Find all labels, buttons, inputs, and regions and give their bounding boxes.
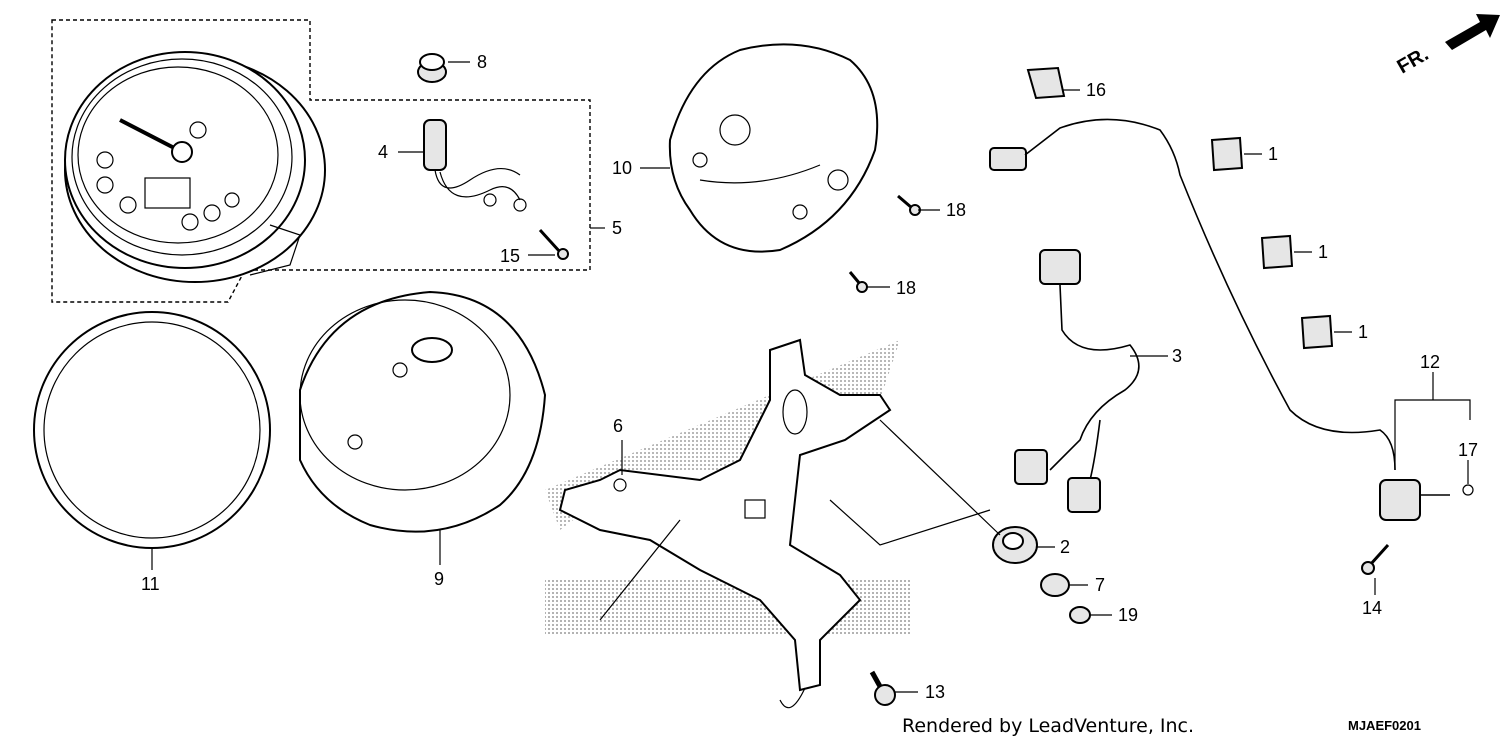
callout-11[interactable]: 11 [141,574,160,594]
callout-13[interactable]: 13 [925,682,945,702]
meter-case[interactable] [299,290,547,533]
clamp-16[interactable] [1026,66,1066,100]
callout-8[interactable]: 8 [477,52,487,72]
nut-19[interactable] [1069,606,1091,624]
callout-1c[interactable]: 1 [1358,322,1368,342]
o-ring-17[interactable] [1462,484,1474,496]
callout-18b[interactable]: 18 [896,278,916,298]
speedometer-meter[interactable] [64,51,326,283]
cable-clip-1a[interactable] [1210,136,1244,172]
meter-cover[interactable] [668,43,879,253]
callout-6[interactable]: 6 [613,416,623,436]
sensor-cable[interactable] [989,118,1450,521]
callout-19[interactable]: 19 [1118,605,1138,625]
callout-3[interactable]: 3 [1172,346,1182,366]
footer-credit: Rendered by LeadVenture, Inc. [902,715,1194,737]
callout-16[interactable]: 16 [1086,80,1106,100]
callout-7[interactable]: 7 [1095,575,1105,595]
bolt-13[interactable] [869,670,896,706]
front-direction-arrow-icon [1445,14,1500,50]
diagram-code: MJAEF0201 [1348,718,1421,733]
callout-5[interactable]: 5 [612,218,622,238]
screw-18-upper[interactable] [897,194,921,216]
washer-7[interactable] [1040,573,1070,597]
callout-2[interactable]: 2 [1060,537,1070,557]
bulb-socket-harness[interactable] [423,119,527,212]
callout-4[interactable]: 4 [378,142,388,162]
meter-ring-gasket[interactable] [33,311,271,549]
meter-assembly-outline [51,19,591,303]
leader-lines [151,61,1471,693]
rubber-mount-2[interactable] [992,526,1038,564]
screw-14[interactable] [1361,543,1390,575]
sub-harness-3[interactable] [1014,249,1140,513]
grommet-8[interactable] [417,53,447,83]
callout-10[interactable]: 10 [612,158,632,178]
callout-1b[interactable]: 1 [1318,242,1328,262]
callout-15[interactable]: 15 [500,246,520,266]
cable-clip-1c[interactable] [1300,314,1334,350]
screw-18-lower[interactable] [848,271,868,293]
callout-12[interactable]: 12 [1420,352,1440,372]
callout-14[interactable]: 14 [1362,598,1382,618]
cable-clip-1b[interactable] [1260,234,1294,270]
meter-bracket[interactable] [558,338,892,709]
callout-18a[interactable]: 18 [946,200,966,220]
callout-17[interactable]: 17 [1458,440,1478,460]
callout-1a[interactable]: 1 [1268,144,1278,164]
front-direction-label: FR. [1394,43,1433,78]
callout-9[interactable]: 9 [434,569,444,589]
screw-15[interactable] [538,228,569,260]
